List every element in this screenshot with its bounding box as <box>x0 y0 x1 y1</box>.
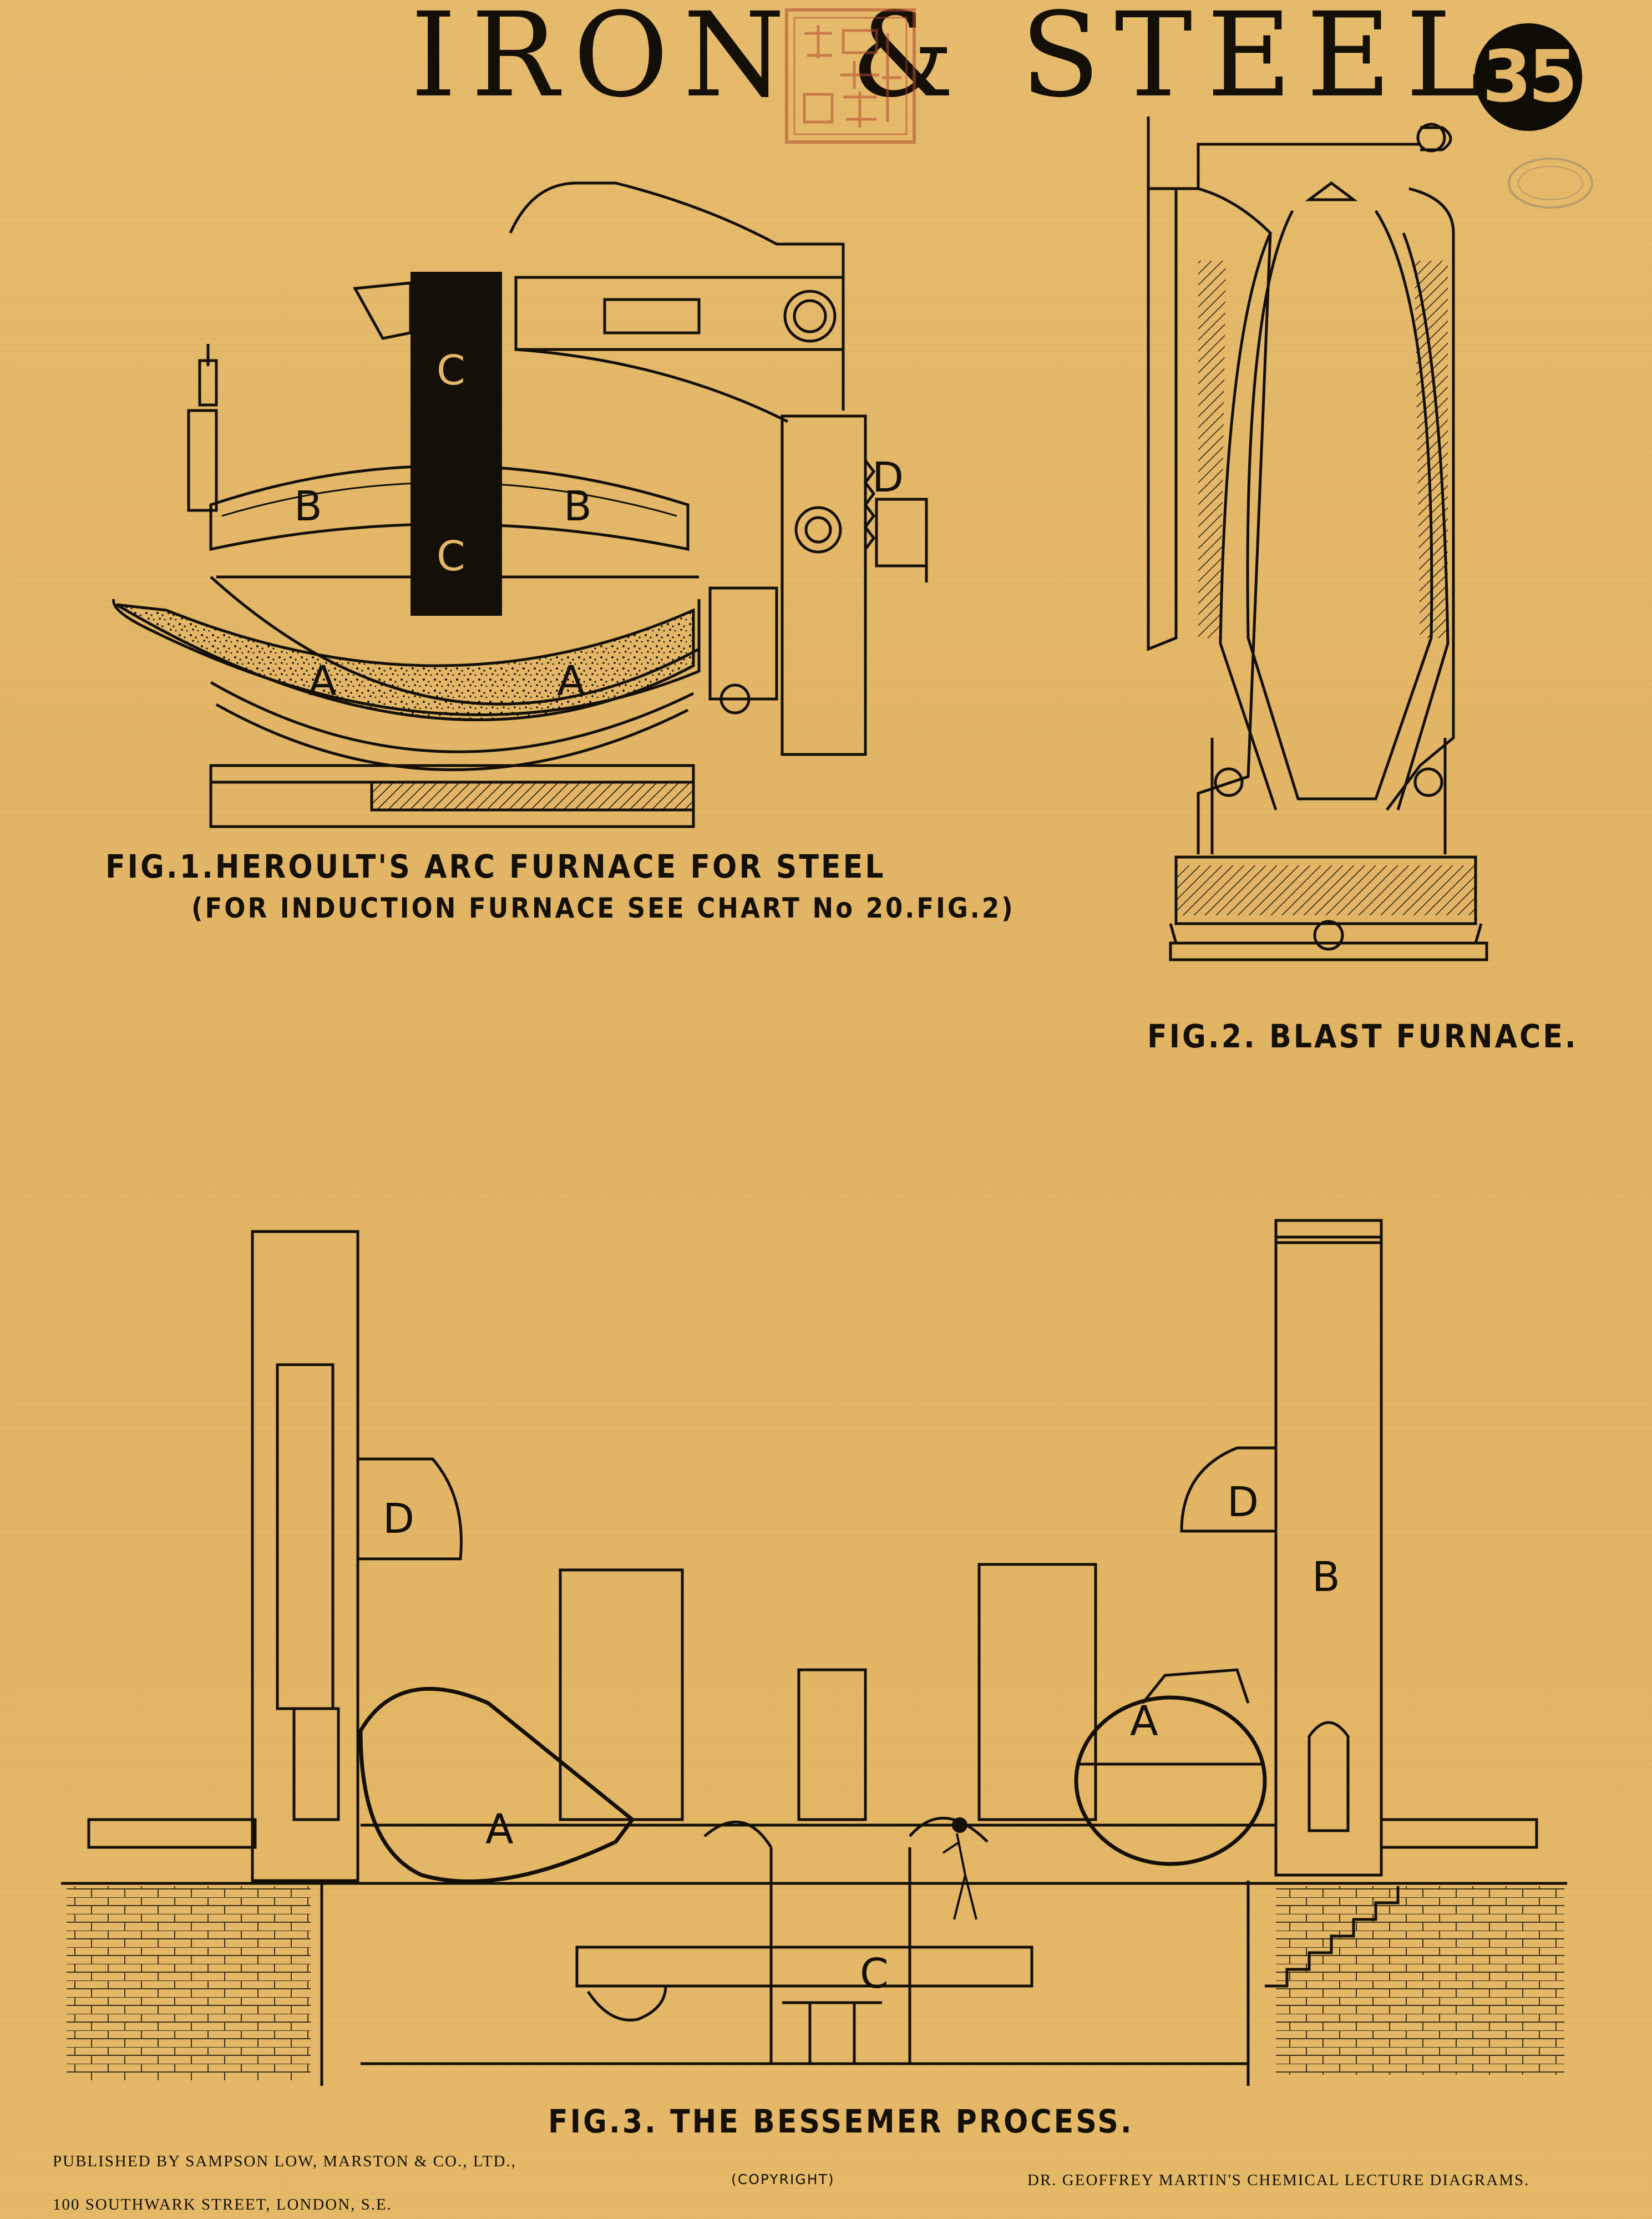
fig3-label-a-left: A <box>485 1806 514 1853</box>
fig1-label-a-left: A <box>308 657 337 705</box>
fig1-label-c-upper: C <box>437 347 465 394</box>
fig3-label-b: B <box>1312 1553 1340 1601</box>
fig1-label-b-right: B <box>564 483 592 530</box>
fig3-label-d-left: D <box>383 1495 414 1543</box>
footer-series: DR. GEOFFREY MARTIN'S CHEMICAL LECTURE D… <box>1027 2171 1530 2189</box>
electrode-c <box>411 272 502 616</box>
molten-steel-bath <box>115 603 695 722</box>
fig1-label-b-left: B <box>294 483 322 530</box>
fig3-caption: FIG.3. THE BESSEMER PROCESS. <box>548 2103 1134 2140</box>
chart-number-badge: 35 <box>1474 23 1582 131</box>
red-library-seal <box>785 8 916 144</box>
fig1-label-a-right: A <box>557 657 585 705</box>
fig1-label-c-lower: C <box>437 533 465 580</box>
worker-figure <box>942 1817 977 1920</box>
fig2-caption: FIG.2. BLAST FURNACE. <box>1147 1017 1578 1055</box>
fig3-label-d-right: D <box>1227 1478 1259 1526</box>
footer-publisher: PUBLISHED BY SAMPSON LOW, MARSTON & CO.,… <box>53 2152 516 2170</box>
oval-stamp <box>1508 158 1593 209</box>
fig1-caption: FIG.1.HEROULT'S ARC FURNACE FOR STEEL <box>105 848 886 885</box>
fig1-label-d: D <box>872 454 904 501</box>
footer-copyright: (COPYRIGHT) <box>731 2171 835 2187</box>
fig3-label-c: C <box>860 1950 889 1998</box>
footer-address: 100 SOUTHWARK STREET, LONDON, S.E. <box>53 2196 393 2213</box>
fig3-label-a-right: A <box>1130 1698 1158 1745</box>
fig1-subcaption: (FOR INDUCTION FURNACE SEE CHART No 20.F… <box>191 892 1015 924</box>
